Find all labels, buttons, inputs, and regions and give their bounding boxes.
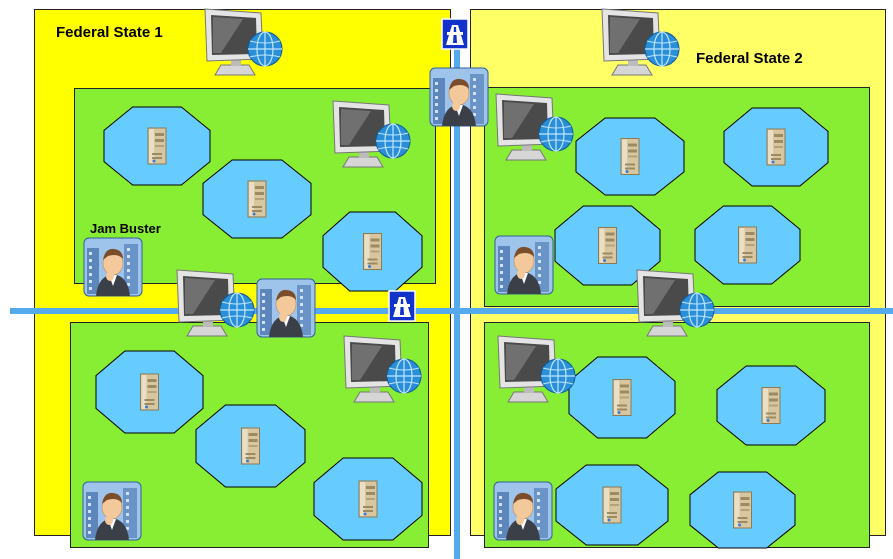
highway-sign-icon bbox=[388, 290, 416, 322]
server-tower-icon bbox=[147, 127, 167, 165]
server-tower-icon bbox=[247, 180, 267, 218]
server-tower-icon bbox=[140, 373, 159, 411]
server-tower-icon bbox=[733, 491, 752, 529]
network-zone bbox=[575, 117, 685, 196]
server-tower-icon bbox=[598, 227, 617, 264]
server-tower-icon bbox=[241, 427, 260, 465]
network-zone bbox=[322, 211, 423, 292]
jam-buster-person-icon bbox=[256, 278, 316, 338]
highway-sign-icon bbox=[441, 18, 469, 50]
jam-buster-person-icon bbox=[493, 481, 553, 541]
road-vertical bbox=[454, 36, 460, 559]
server-tower-icon bbox=[761, 387, 781, 424]
server-tower-icon bbox=[358, 480, 378, 518]
server-tower-icon bbox=[620, 138, 640, 175]
network-zone bbox=[103, 106, 211, 186]
network-zone bbox=[554, 205, 661, 286]
jam-buster-person-icon bbox=[494, 235, 554, 295]
network-zone bbox=[723, 107, 829, 187]
jam-buster-person-icon bbox=[429, 67, 489, 127]
monitor-globe-icon bbox=[343, 335, 422, 403]
monitor-globe-icon bbox=[176, 269, 255, 337]
server-tower-icon bbox=[738, 226, 757, 264]
network-zone bbox=[195, 404, 306, 488]
server-tower-icon bbox=[612, 379, 632, 416]
jam-buster-person-icon bbox=[82, 481, 142, 541]
jam-buster-label: Jam Buster bbox=[90, 221, 161, 236]
network-zone bbox=[313, 457, 423, 541]
monitor-globe-icon bbox=[332, 100, 411, 168]
server-tower-icon bbox=[766, 128, 786, 166]
server-tower-icon bbox=[363, 233, 382, 270]
network-zone bbox=[95, 350, 204, 434]
monitor-globe-icon bbox=[495, 93, 574, 161]
monitor-globe-icon bbox=[601, 8, 680, 76]
monitor-globe-icon bbox=[636, 269, 715, 337]
network-zone bbox=[568, 356, 676, 439]
network-zone bbox=[716, 365, 826, 446]
federal-state-2-label: Federal State 2 bbox=[696, 50, 803, 67]
federal-state-1-label: Federal State 1 bbox=[56, 24, 163, 41]
network-zone bbox=[555, 464, 669, 546]
jam-buster-person-icon bbox=[83, 237, 143, 297]
network-zone bbox=[689, 471, 796, 549]
monitor-globe-icon bbox=[497, 335, 576, 403]
server-tower-icon bbox=[602, 486, 622, 524]
road-horizontal bbox=[10, 308, 893, 314]
network-zone bbox=[694, 205, 801, 285]
monitor-globe-icon bbox=[204, 8, 283, 76]
network-zone bbox=[202, 159, 312, 239]
